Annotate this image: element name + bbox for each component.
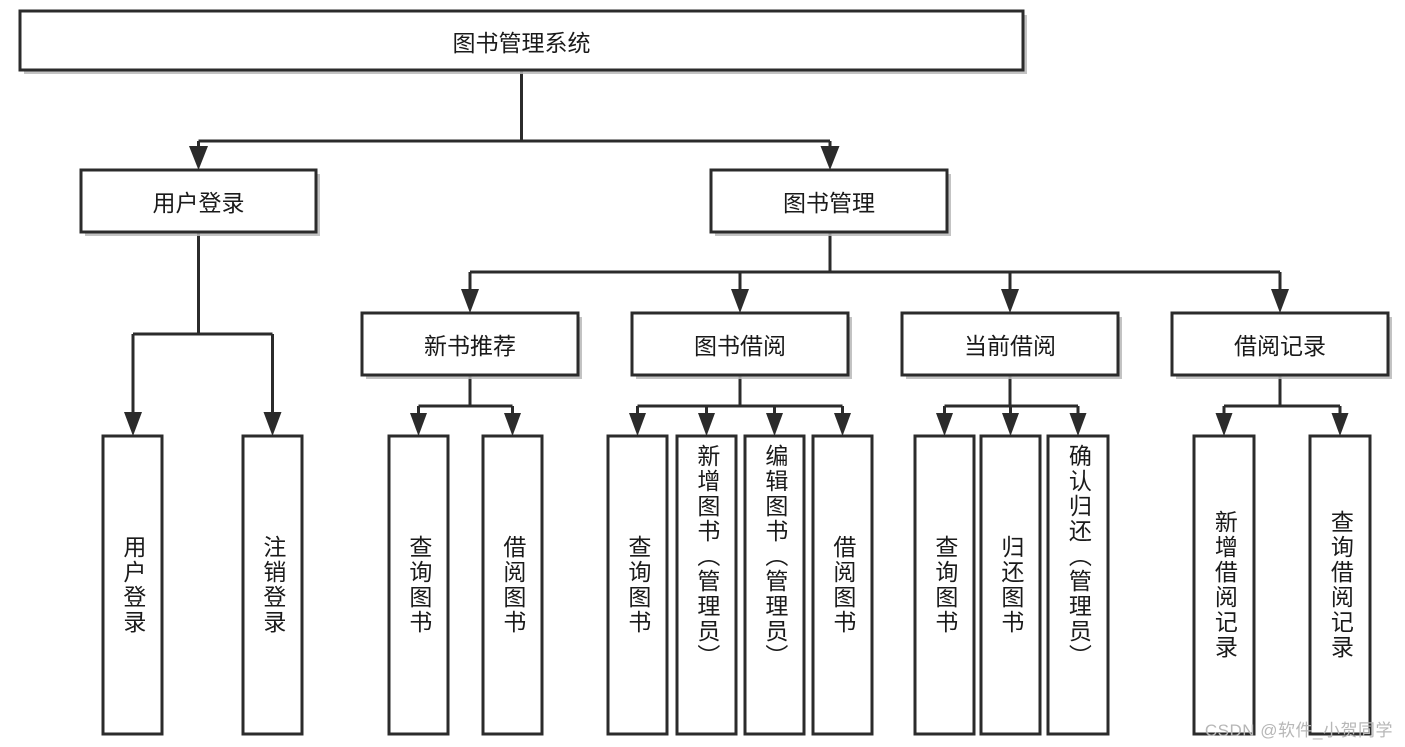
node-box-leaf-query-record[interactable] — [1308, 434, 1372, 736]
node-box-book-borrow[interactable] — [630, 311, 850, 377]
node-box-leaf-borrow-book-1[interactable] — [481, 434, 544, 736]
node-box-leaf-query-book-3[interactable] — [913, 434, 976, 736]
arrow-head-icon — [820, 146, 840, 170]
arrow-head-icon — [731, 289, 749, 313]
node-box-current-borrow[interactable] — [900, 311, 1120, 377]
arrow-head-icon — [936, 413, 953, 436]
arrow-head-icon — [1069, 413, 1087, 436]
node-box-leaf-user-login[interactable] — [101, 434, 164, 736]
arrow-head-icon — [1002, 413, 1019, 436]
node-box-leaf-borrow-book-2[interactable] — [811, 434, 874, 736]
node-box-leaf-confirm-return[interactable] — [1046, 434, 1110, 736]
node-box-leaf-edit-book[interactable] — [743, 434, 806, 736]
connector-book-manage-to-level3 — [461, 232, 1289, 313]
arrow-head-icon — [124, 412, 142, 436]
node-box-leaf-query-book-1[interactable] — [387, 434, 450, 736]
connector-root-to-level2 — [189, 70, 840, 170]
arrow-head-icon — [189, 146, 208, 170]
node-box-leaf-return-book[interactable] — [979, 434, 1042, 736]
node-box-borrow-record[interactable] — [1170, 311, 1390, 377]
node-box-book-manage[interactable] — [709, 168, 949, 234]
node-box-leaf-logout[interactable] — [241, 434, 304, 736]
arrow-head-icon — [1215, 413, 1233, 436]
arrow-head-icon — [1271, 289, 1289, 313]
connector-book-borrow-to-leaves — [629, 375, 851, 436]
arrow-head-icon — [698, 413, 715, 436]
arrow-head-icon — [504, 413, 521, 436]
node-boxes — [18, 9, 1392, 736]
node-box-user-login[interactable] — [79, 168, 318, 234]
node-box-new-book-recommend[interactable] — [360, 311, 580, 377]
arrow-head-icon — [263, 412, 282, 436]
connector-borrow-record-to-leaves — [1215, 375, 1349, 436]
arrow-head-icon — [629, 413, 646, 436]
arrow-head-icon — [766, 413, 783, 436]
node-box-leaf-add-book[interactable] — [675, 434, 738, 736]
arrow-head-icon — [410, 413, 427, 436]
node-box-leaf-add-record[interactable] — [1192, 434, 1256, 736]
arrow-head-icon — [1331, 413, 1349, 436]
connector-new-book-recommend-to-leaves — [410, 375, 521, 436]
arrow-head-icon — [461, 289, 479, 313]
connector-user-login-to-leaves — [124, 232, 282, 436]
node-box-root[interactable] — [18, 9, 1025, 72]
connector-current-borrow-to-leaves — [936, 375, 1087, 436]
node-box-leaf-query-book-2[interactable] — [606, 434, 669, 736]
arrow-head-icon — [834, 413, 851, 436]
arrow-head-icon — [1001, 289, 1019, 313]
